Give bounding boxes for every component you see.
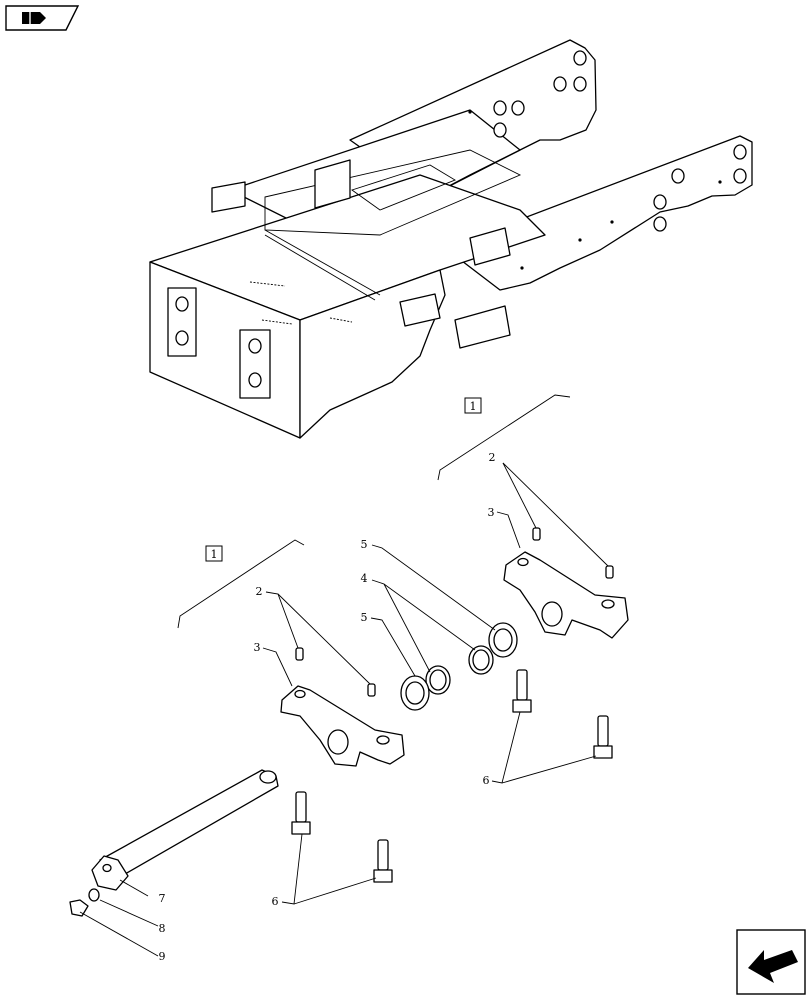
callout-9: 9 [159, 950, 166, 963]
callout-2-lower: 2 [256, 585, 263, 598]
lower-pin-a [295, 647, 304, 661]
callout-2-upper: 2 [489, 451, 496, 464]
bolt-upper-right [593, 715, 613, 759]
assembly-ref-upper: 1 [437, 394, 571, 481]
next-arrow-icon[interactable] [736, 929, 806, 995]
callout-6-lower: 6 [272, 895, 279, 908]
bolt-lower-left [291, 791, 311, 835]
bolt-upper-left [512, 669, 532, 713]
lower-pin-b [367, 683, 376, 697]
assembly-ref-lower-label: 1 [211, 548, 218, 561]
bolt-lower-right [373, 839, 393, 883]
pivot-pin [91, 769, 279, 891]
callout-7: 7 [159, 892, 166, 905]
upper-pin-b [605, 565, 614, 579]
upper-pin-a [532, 527, 541, 541]
lower-seal-ring [425, 665, 451, 695]
callout-6-upper: 6 [483, 774, 490, 787]
callout-4: 4 [361, 572, 368, 585]
frame-assembly [149, 39, 753, 439]
callout-numbers: 2 3 5 4 5 2 3 6 6 7 8 9 [159, 451, 496, 963]
callout-5-lower: 5 [361, 611, 368, 624]
callout-5-upper: 5 [361, 538, 368, 551]
upper-thrust-washer [488, 622, 518, 658]
lower-bracket [280, 685, 405, 767]
callout-3-lower: 3 [254, 641, 261, 654]
leader-lines [79, 462, 609, 957]
pin-washer [88, 888, 100, 902]
pin-screw [69, 899, 89, 917]
assembly-ref-upper-label: 1 [470, 400, 477, 413]
callout-8: 8 [159, 922, 166, 935]
callout-3-upper: 3 [488, 506, 495, 519]
book-hand-icon[interactable] [5, 5, 80, 31]
upper-seal-ring [468, 645, 494, 675]
upper-bracket [503, 551, 629, 639]
assembly-ref-lower: 1 [177, 539, 305, 629]
lower-thrust-washer [400, 675, 430, 711]
